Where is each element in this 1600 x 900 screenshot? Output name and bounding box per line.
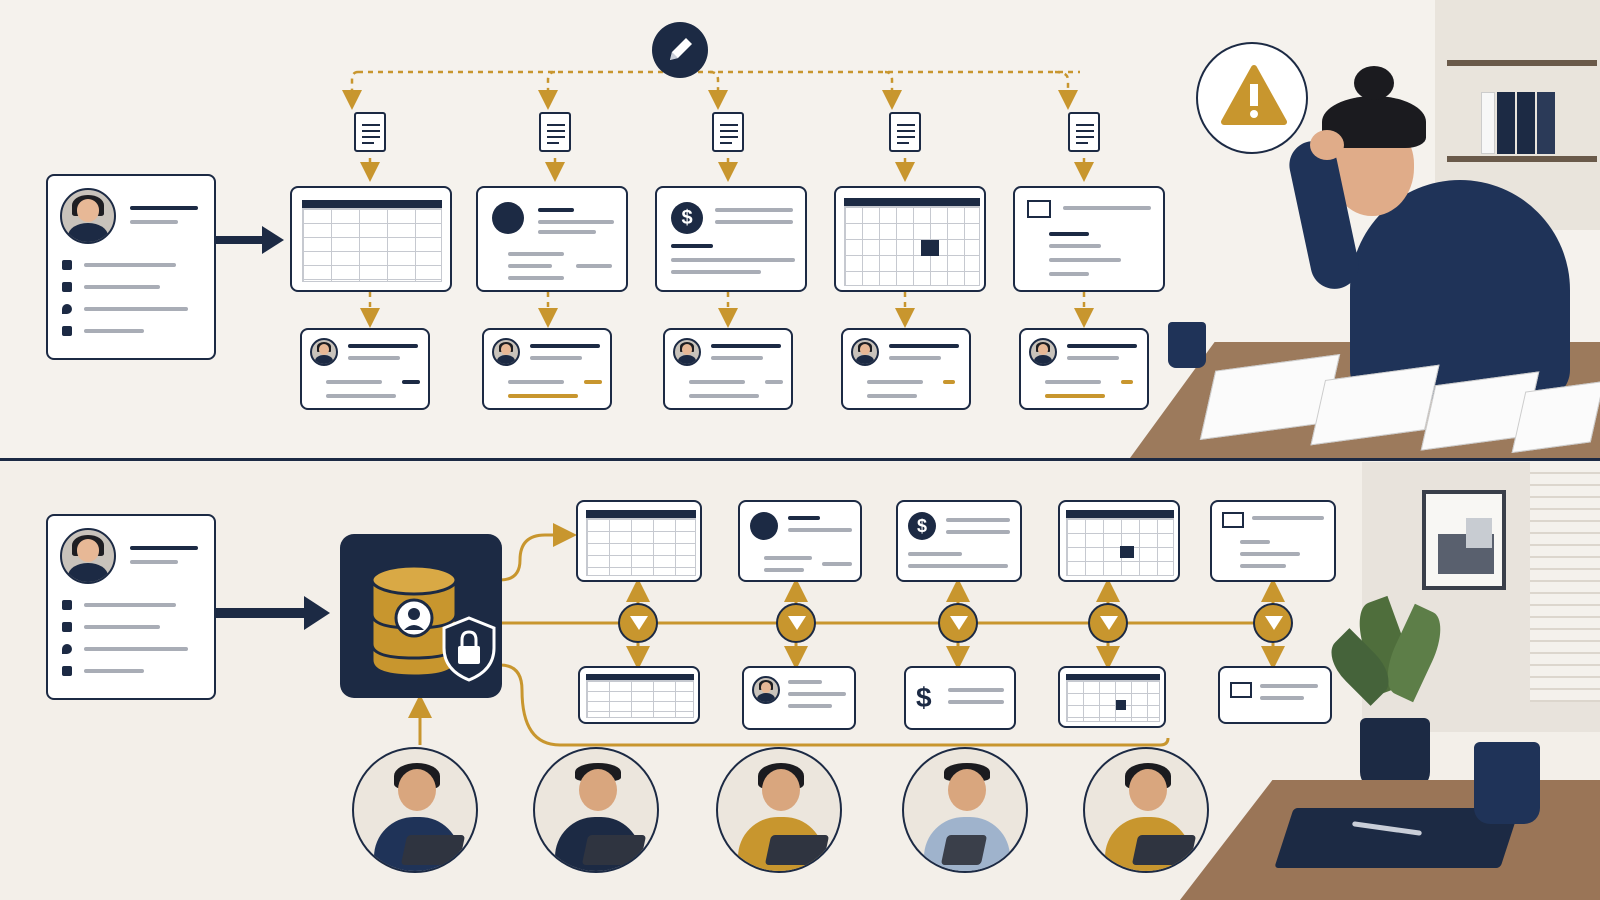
database-icon <box>370 564 458 678</box>
filter-icon <box>938 603 978 643</box>
document-icon <box>354 112 386 152</box>
duplicate-profile-card <box>1019 328 1149 410</box>
paper-sheet <box>1511 381 1600 453</box>
envelope-icon <box>1230 682 1252 698</box>
user-icon <box>750 512 778 540</box>
spreadsheet-screen <box>290 186 452 292</box>
potted-plant <box>1320 592 1460 792</box>
document-icon <box>889 112 921 152</box>
duplicate-profile-card <box>300 328 430 410</box>
location-icon <box>62 644 72 654</box>
coffee-mug-icon <box>1168 322 1206 368</box>
calendar-screen <box>834 186 986 292</box>
phone-icon <box>62 600 72 610</box>
contact-profile-screen <box>476 186 628 292</box>
duplicate-profile-card <box>663 328 793 410</box>
billing-screen: $ <box>655 186 807 292</box>
email-view <box>1218 666 1332 724</box>
envelope-icon <box>1222 512 1244 528</box>
calendar-view <box>1058 666 1166 728</box>
billing-view: $ <box>904 666 1016 730</box>
document-icon <box>539 112 571 152</box>
envelope-icon <box>62 282 72 292</box>
dollar-sign-icon: $ <box>908 512 936 540</box>
team-member <box>533 747 659 873</box>
id-icon <box>62 666 72 676</box>
duplicate-profile-card <box>841 328 971 410</box>
section-divider <box>0 458 1600 461</box>
wall-frame <box>1422 490 1506 590</box>
calendar-screen <box>1058 500 1180 582</box>
email-screen <box>1013 186 1165 292</box>
envelope-icon <box>1027 200 1051 218</box>
envelope-icon <box>62 622 72 632</box>
window-blinds <box>1530 462 1600 702</box>
document-icon <box>712 112 744 152</box>
filter-icon <box>1088 603 1128 643</box>
team-member <box>1083 747 1209 873</box>
location-icon <box>62 304 72 314</box>
warning-icon <box>1221 65 1287 125</box>
filter-icon <box>776 603 816 643</box>
filter-icon <box>1253 603 1293 643</box>
shield-lock-icon <box>442 616 496 682</box>
avatar <box>60 188 116 244</box>
team-member <box>716 747 842 873</box>
document-icon <box>1068 112 1100 152</box>
dollar-sign-icon: $ <box>916 682 932 713</box>
contact-profile-screen <box>738 500 862 582</box>
user-icon <box>492 202 524 234</box>
pencil-icon <box>652 22 708 78</box>
id-icon <box>62 326 72 336</box>
stressed-person <box>1270 60 1580 400</box>
source-profile-card <box>46 514 216 700</box>
source-profile-card <box>46 174 216 360</box>
avatar <box>60 528 116 584</box>
billing-screen: $ <box>896 500 1022 582</box>
database-hub <box>340 534 502 698</box>
spreadsheet-view <box>578 666 700 724</box>
warning-bubble <box>1196 42 1308 154</box>
spreadsheet-screen <box>576 500 702 582</box>
coffee-mug-icon <box>1474 742 1540 824</box>
email-screen <box>1210 500 1336 582</box>
contact-view <box>742 666 856 730</box>
filter-icon <box>618 603 658 643</box>
dollar-sign-icon: $ <box>671 202 703 234</box>
team-member <box>902 747 1028 873</box>
duplicate-profile-card <box>482 328 612 410</box>
phone-icon <box>62 260 72 270</box>
team-member <box>352 747 478 873</box>
